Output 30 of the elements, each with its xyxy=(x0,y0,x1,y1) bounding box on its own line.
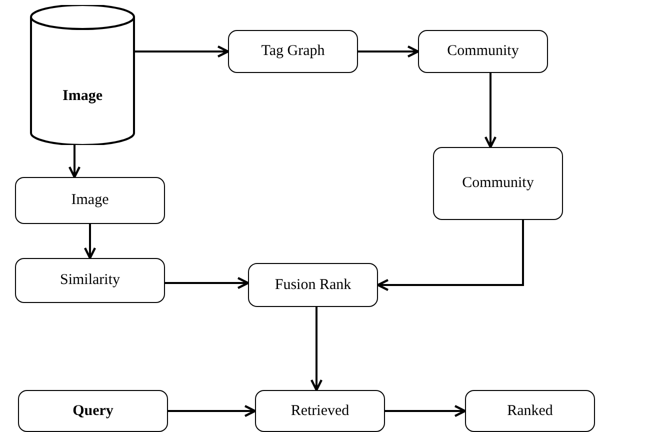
database-cylinder xyxy=(30,5,135,145)
process-box xyxy=(18,390,168,432)
node-label: Query xyxy=(72,402,114,420)
arrow xyxy=(165,276,250,290)
node-label: Fusion Rank xyxy=(274,276,352,294)
node-label: Image xyxy=(71,192,109,209)
node-label: Tag Graph xyxy=(261,43,325,60)
arrow xyxy=(484,73,497,148)
process-box xyxy=(465,390,595,432)
arrow xyxy=(385,404,466,418)
node-label: Community xyxy=(447,43,519,60)
node-label: Community xyxy=(462,175,534,192)
node-label: Similarity xyxy=(60,272,120,289)
arrow xyxy=(135,45,230,58)
arrow xyxy=(310,307,323,392)
arrow xyxy=(68,145,81,178)
arrow xyxy=(168,404,256,418)
node-label: Retrieved xyxy=(290,402,350,420)
arrow xyxy=(84,224,96,260)
process-box xyxy=(15,258,165,303)
arrow xyxy=(376,220,524,292)
process-box xyxy=(418,30,548,73)
node-label: Ranked xyxy=(507,402,553,420)
arrow xyxy=(358,45,420,58)
process-box xyxy=(255,390,385,432)
node-label: Image xyxy=(62,88,102,105)
process-box xyxy=(228,30,358,73)
process-box xyxy=(15,177,165,224)
process-box xyxy=(433,147,563,220)
process-box xyxy=(248,263,378,307)
